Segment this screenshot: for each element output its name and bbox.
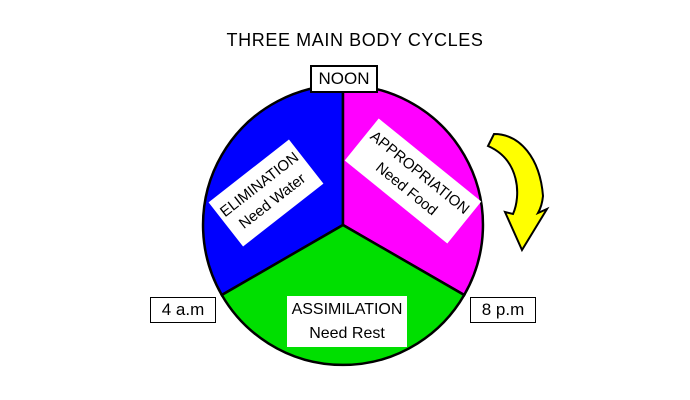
clockwise-flow-arrow-icon <box>486 132 550 253</box>
assimilation-subtitle: Need Rest <box>309 324 385 342</box>
noon-label: NOON <box>318 69 370 88</box>
segment-label-assimilation: ASSIMILATION Need Rest <box>287 296 407 347</box>
assimilation-title: ASSIMILATION <box>291 300 403 318</box>
time-marker-4am: 4 a.m <box>150 297 216 323</box>
time-marker-noon: NOON <box>310 65 378 93</box>
8pm-label: 8 p.m <box>481 300 525 319</box>
time-marker-8pm: 8 p.m <box>470 297 536 323</box>
diagram-title: THREE MAIN BODY CYCLES <box>226 30 484 50</box>
4am-label: 4 a.m <box>161 300 205 319</box>
